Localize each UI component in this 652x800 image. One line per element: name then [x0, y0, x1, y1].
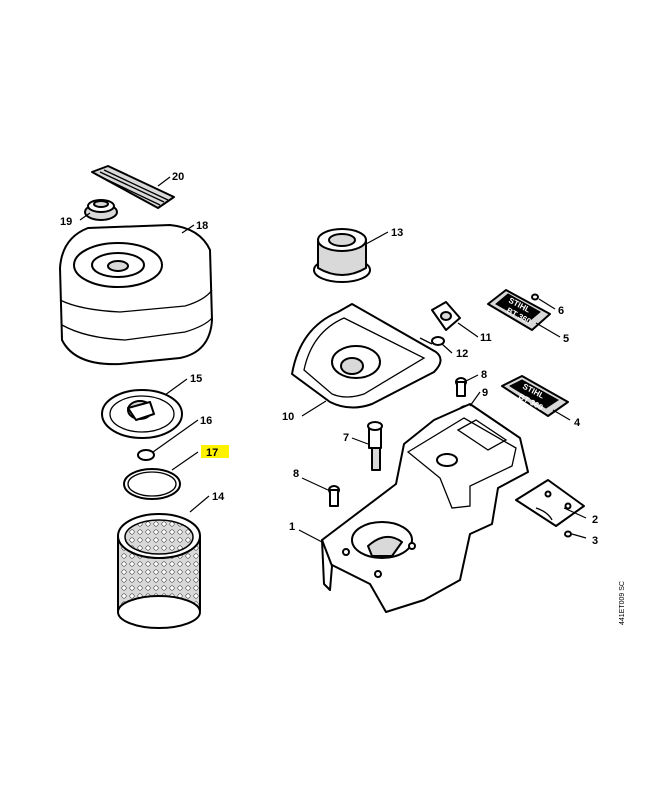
callout-15: 15	[190, 373, 202, 385]
callout-4: 4	[574, 417, 581, 429]
part-1-housing	[321, 403, 529, 613]
part-8-screw-lower	[328, 485, 340, 507]
part-16-small-ring	[137, 449, 155, 461]
callout-17-highlight	[201, 445, 229, 458]
callout-1: 1	[289, 521, 295, 533]
drawing-code: 441ET009 SC	[619, 581, 626, 625]
callout-13: 13	[391, 227, 403, 239]
callout-11: 11	[480, 332, 492, 344]
callout-9: 9	[482, 387, 488, 399]
callout-16: 16	[200, 415, 212, 427]
part-15-filter-base	[101, 389, 183, 439]
part-20-grille	[91, 165, 175, 209]
callout-8-upper: 8	[481, 369, 487, 381]
part-6-small-part	[531, 293, 539, 301]
part-10-plate	[291, 303, 442, 409]
callout-17: 17	[206, 447, 218, 459]
part-2-plate	[515, 479, 585, 527]
callout-5: 5	[563, 333, 569, 345]
part-14-filter-element	[117, 513, 201, 629]
part-11-bracket	[431, 301, 461, 331]
part-4-decal: STIHL BT 360	[501, 375, 569, 417]
callout-20: 20	[172, 171, 184, 183]
part-8-screw-upper	[455, 377, 467, 397]
part-13-cylinder-filter	[313, 228, 371, 283]
callout-12: 12	[456, 348, 468, 360]
part-7-stud	[367, 421, 383, 471]
callout-10: 10	[282, 411, 294, 423]
part-3-small-part	[564, 530, 572, 538]
callout-7: 7	[343, 432, 349, 444]
part-18-filter-cover	[59, 224, 213, 366]
callout-6: 6	[558, 305, 564, 317]
callout-18: 18	[196, 220, 208, 232]
part-12-screw	[419, 336, 445, 346]
part-5-decal: STIHL BT 360	[487, 289, 551, 331]
callout-14: 14	[212, 491, 225, 503]
callout-8-lower: 8	[293, 468, 299, 480]
part-19-knob	[84, 199, 118, 221]
callout-19: 19	[60, 216, 72, 228]
leader-lines	[79, 176, 587, 543]
callout-3: 3	[592, 535, 598, 547]
callout-2: 2	[592, 514, 598, 526]
callouts: 20 19 18 13 6 5 11 12 15 8 9 10 16 4 7 1…	[60, 171, 598, 547]
part-17-o-ring	[123, 468, 181, 500]
